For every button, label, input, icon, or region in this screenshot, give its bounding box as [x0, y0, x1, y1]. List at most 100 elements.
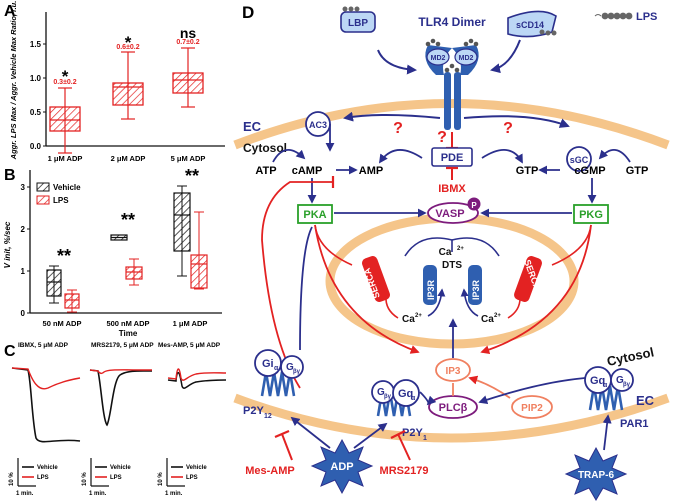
panel-a-ytick: 0.5: [30, 108, 42, 117]
g-label: G: [286, 362, 294, 373]
panel-b-signif: **: [121, 210, 135, 230]
pkg-label: PKG: [579, 209, 603, 221]
sgc: sGC: [566, 146, 592, 172]
panel-c-title: Mes-AMP, 5 μM ADP: [158, 342, 221, 349]
panel-d: D EC Cytosol Cytosol EC LPS LBP sCD14: [233, 3, 670, 501]
legend-label-lps: LPS: [53, 196, 69, 205]
lbp: LBP: [340, 6, 376, 33]
md2-label: MD2: [431, 55, 446, 62]
pip2: PIP2: [511, 395, 553, 419]
ca-left-label: Ca: [402, 314, 415, 325]
vasp-p-label: P: [471, 201, 477, 210]
pkg-serca-line: [551, 224, 592, 266]
question-sgc: ?: [503, 120, 513, 137]
ca-left-sup: 2+: [415, 313, 422, 319]
ca-top-label: Ca: [439, 247, 452, 258]
ca-right-label: Ca: [481, 314, 494, 325]
trace-lps-ibmx: [11, 367, 81, 390]
panel-a-box-2: [112, 51, 144, 120]
legend-lps: LPS: [37, 475, 49, 481]
arrow-gq-plc: [419, 391, 437, 406]
label-ec-top: EC: [243, 119, 262, 134]
scd14-label: sCD14: [516, 20, 544, 30]
panel-b-legend: Vehicle LPS: [36, 182, 81, 205]
ca-top-sup: 2+: [457, 246, 464, 252]
ip3: IP3: [435, 358, 471, 382]
trace-vehicle-mrs2179: [89, 369, 153, 427]
panel-b-signif: **: [57, 246, 71, 266]
gq-alpha: α: [411, 395, 416, 402]
scale-y-label: 10 %: [9, 472, 15, 486]
arrow-tlr4-ac3: [343, 111, 441, 122]
panel-a-ytick: 1.0: [30, 74, 42, 83]
panel-a-category: 5 μM ADP: [171, 154, 206, 163]
trap6-star: TRAP-6: [564, 446, 628, 501]
ca-serca-left: [385, 295, 399, 319]
legend-label-vehicle: Vehicle: [53, 183, 81, 192]
scale-y-label: 10 %: [82, 472, 88, 486]
amp-label: AMP: [359, 165, 383, 177]
panel-a-box-1: [49, 87, 81, 154]
p2y12-label: P2Y: [243, 405, 264, 417]
panel-b-box-lps-2: [125, 258, 143, 286]
g-label: G: [377, 387, 385, 398]
panel-a-letter: A: [4, 3, 16, 20]
legend-swatch-vehicle: [36, 182, 50, 192]
panel-a-ytick: 1.5: [30, 40, 42, 49]
legend-vehicle: Vehicle: [110, 465, 131, 471]
serca-right: SERCA: [514, 256, 542, 302]
p2y12-sub: 12: [264, 413, 272, 420]
arrow-ca-ip3r-left: [427, 288, 446, 317]
mrs2179-label: MRS2179: [380, 465, 429, 477]
scale-x-label: 1 min.: [89, 491, 107, 497]
panel-a-signif: ns: [180, 25, 197, 41]
vasp: VASP P: [427, 197, 481, 224]
pip2-label: PIP2: [521, 403, 543, 414]
gq-label: Gq: [398, 388, 413, 400]
arrow-par1-plc: [478, 377, 586, 404]
gtp-right-label: GTP: [626, 165, 649, 177]
panel-b-category: 1 μM ADP: [173, 319, 208, 328]
ca-serca-right: [507, 295, 521, 319]
beta-gamma-label: βγ: [293, 369, 301, 375]
panel-a-ytick: 0.0: [30, 142, 42, 151]
panel-a-box-3: [172, 47, 204, 108]
panel-b-ylabel: V init, %/sec: [3, 221, 12, 268]
ip3r-right-label: IP3R: [471, 279, 481, 300]
ip3r-right: IP3R: [468, 265, 482, 305]
panel-c: C IBMX, 5 μM ADP MRS2179, 5 μM ADP Mes-A…: [4, 342, 227, 497]
label-ec-bottom: EC: [636, 393, 655, 408]
g-label: G: [616, 375, 624, 386]
panel-a-yticks: 0.0 0.5 1.0 1.5: [30, 40, 46, 151]
pde-label: PDE: [441, 152, 464, 164]
lps-legend-label: LPS: [636, 11, 657, 23]
sgc-label: sGC: [570, 155, 589, 165]
p2y1-receptor: G βγ Gq α P2Y 1: [371, 379, 427, 442]
legend-lps: LPS: [110, 475, 122, 481]
arrow-scd14-tlr4: [490, 39, 521, 74]
pkg: PKG: [573, 204, 609, 224]
gq-right-alpha: α: [603, 382, 608, 389]
panel-b-ytick: 1: [21, 267, 26, 276]
mesamp-label: Mes-AMP: [245, 465, 295, 477]
plcb-label: PLCβ: [439, 402, 468, 414]
legend-vehicle: Vehicle: [37, 465, 58, 471]
inhibit-bar: [390, 430, 406, 439]
adp-label: ADP: [330, 461, 353, 473]
panel-b-letter: B: [4, 167, 16, 184]
arrow-pip2-ip3: [468, 375, 511, 399]
pka-serca-line: [314, 224, 353, 266]
panel-c-scale-3: 10 % 1 min. Vehicle LPS: [158, 458, 207, 497]
panel-b-xlabel: Time: [119, 329, 138, 338]
dts-branch-left: [404, 237, 453, 257]
ca-right-sup: 2+: [494, 313, 501, 319]
ip3r-left-label: IP3R: [426, 279, 436, 300]
arrow-trap-par1: [602, 414, 612, 451]
scd14: sCD14: [507, 10, 557, 38]
lps-legend: LPS: [594, 11, 657, 23]
plcb: PLCβ: [428, 395, 478, 419]
panel-c-scale-2: 10 % 1 min. Vehicle LPS: [82, 458, 131, 497]
panel-b-category: 500 nM ADP: [106, 319, 149, 328]
pka: PKA: [297, 204, 333, 224]
lbp-label: LBP: [348, 18, 368, 29]
